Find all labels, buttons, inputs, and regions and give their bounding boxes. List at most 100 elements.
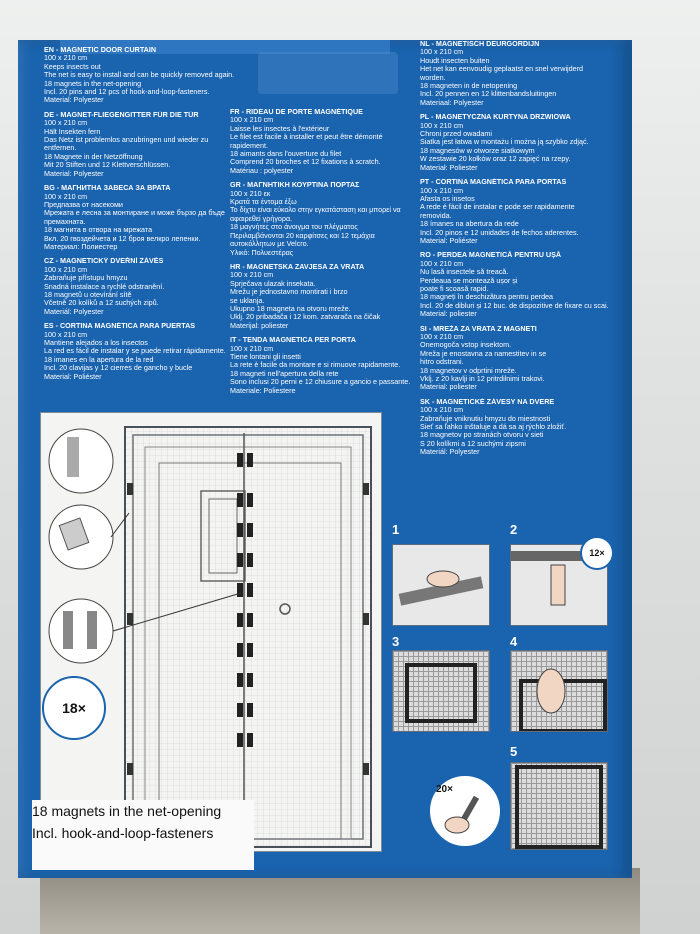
step-4-number: 4 [510, 634, 518, 649]
instruction-line: 18 magneți în deschizătura pentru perdea [420, 293, 554, 302]
instruction-line: S 20 kolíkmi a 12 suchými zipsmi [420, 439, 526, 448]
instruction-heading: NL - MAGNETISCH DEURGORDIJN [420, 40, 540, 48]
instruction-heading: CZ - MAGNETICKÝ DVEŘNÍ ZÁVĚS [44, 257, 164, 266]
instruction-line: Ukupno 18 magneta na otvoru mreže. [230, 304, 351, 313]
pins-count-label: 20× [436, 784, 453, 795]
caption-line-2: Incl. hook-and-loop-fasteners [32, 825, 214, 841]
instruction-line: Material: Polyester [44, 169, 104, 178]
instruction-line: премахната. [44, 217, 86, 226]
instruction-line: 18 magneten in de netopening [420, 82, 518, 91]
instruction-line: removida. [420, 211, 452, 220]
instruction-heading: IT - TENDA MAGNETICA PER PORTA [230, 336, 356, 345]
caption-line-1: 18 magnets in the net-opening [32, 803, 222, 819]
instruction-line: Comprend 20 broches et 12 fixations à sc… [230, 158, 381, 167]
instruction-line: Afasta os insetos [420, 194, 475, 203]
step-1-image [392, 544, 490, 626]
instruction-line: Včetně 20 kolíků a 12 suchých zipů. [44, 299, 159, 308]
clear-tape [258, 52, 398, 94]
instruction-line: Nu lasă insectele să treacă. [420, 268, 509, 277]
instruction-line: 18 imanes en la apertura de la red [44, 355, 154, 364]
instruction-line: Hält Insekten fern [44, 127, 101, 136]
instruction-line: 18 Magnete in der Netzöffnung [44, 152, 143, 161]
instruction-line: Houdt insecten buiten [420, 56, 490, 65]
instruction-line: 100 x 210 cm [230, 344, 274, 353]
instruction-line: Material: poliester [420, 310, 477, 319]
instruction-line: 18 magnetů u otevírání sítě [44, 290, 132, 299]
instruction-line: Perdeaua se montează ușor și [420, 276, 518, 285]
velcro-count-label: 12× [589, 548, 605, 558]
instruction-line: 100 x 210 cm [420, 186, 464, 195]
instruction-line: Materiál: Polyester [420, 448, 480, 457]
instruction-line: Incl. 20 pins and 12 pcs of hook-and-loo… [44, 88, 210, 97]
instruction-line: αφαιρεθεί γρήγορα. [230, 214, 293, 223]
instruction-line: Incl. 20 pennen en 12 klittenbandsluitin… [420, 90, 557, 99]
instruction-line: The net is easy to install and can be qu… [44, 71, 235, 80]
instruction-heading: GR - ΜΑΓΝΗΤΙΚΗ ΚΟΥΡΤΙΝΑ ΠΟΡΤΑΣ [230, 181, 360, 190]
instruction-heading: BG - МАГНИТНА ЗАВЕСА ЗА ВРАТА [44, 184, 171, 193]
instruction-line: Materijal: poliester [230, 321, 289, 330]
instruction-line: Snadná instalace a rychlé odstranění. [44, 282, 165, 291]
instruction-line: A rede é fácil de instalar e pode ser ra… [420, 203, 575, 212]
caption-box: 18 magnets in the net-opening Incl. hook… [32, 800, 254, 870]
instruction-line: Materiaal: Polyester [420, 98, 484, 107]
instruction-line: αυτοκόλλητων με Velcro. [230, 240, 309, 249]
instruction-heading: RO - PERDEA MAGNETICĂ PENTRU UȘĂ [420, 251, 562, 260]
instruction-line: La rete è facile da montare e si rimuove… [230, 361, 401, 370]
instruction-heading: DE - MAGNET-FLIEGENGITTER FÜR DIE TÜR [44, 110, 199, 119]
instruction-line: Materiál: Polyester [44, 307, 104, 316]
magnet-strip [237, 453, 253, 747]
instruction-line: worden. [420, 73, 446, 82]
instruction-line: Tiene lontani gli insetti [230, 352, 301, 361]
instruction-line: Material: Poliéster [44, 372, 102, 381]
instruction-line: 18 ímanes na abertura da rede [420, 220, 519, 229]
instruction-line: Sieť sa ľahko inštaluje a dá sa aj rýchl… [420, 423, 567, 432]
instruction-line: poate fi scoasă rapid. [420, 284, 489, 293]
step-5-number: 5 [510, 744, 518, 759]
step-3-number: 3 [392, 634, 400, 649]
magnet-count-label: 18× [62, 700, 86, 716]
instruction-line: Περιλαμβάνονται 20 καρφίτσες και 12 τεμά… [230, 231, 375, 240]
instruction-line: Vklj. z 20 kavlji in 12 pritrdilnimi tra… [420, 375, 545, 384]
instruction-line: 100 x 210 cm [44, 54, 88, 63]
box-top-flap [60, 40, 390, 54]
door-illustration-panel [40, 412, 382, 852]
instruction-line: Incl. 20 de dibluri și 12 buc. de dispoz… [420, 301, 609, 310]
instruction-line: Material: poliester [420, 383, 477, 392]
instruction-line: entfernen. [44, 144, 77, 153]
instruction-line: 18 magnetov po stranách otvoru v sieti [420, 431, 544, 440]
instruction-heading: HR - MAGNETSKA ZAVJESA ZA VRATA [230, 262, 365, 271]
instruction-line: 18 magnets in the net-opening [44, 79, 142, 88]
instruction-line: Laisse les insectes à l'extérieur [230, 124, 330, 133]
instruction-line: 100 x 210 cm [44, 265, 88, 274]
instruction-heading: SI - MREŽA ZA VRATA Z MAGNETI [420, 324, 537, 333]
instruction-heading: ES - CORTINA MAGNÉTICA PARA PUERTAS [44, 322, 196, 331]
step-2-number: 2 [510, 522, 518, 537]
instruction-line: Material: Poliéster [420, 236, 478, 245]
instruction-line: 18 magneti nell'apertura della rete [230, 369, 339, 378]
velcro-count-badge: 12× [580, 536, 614, 570]
instructions-column-right: NL - MAGNETISCH DEURGORDIJN 100 x 210 cm H… [420, 40, 620, 463]
instruction-line: hitro odstrani. [420, 358, 464, 367]
magnet-count-badge: 18× [42, 676, 106, 740]
instruction-line: 100 x 210 cm [44, 192, 88, 201]
instruction-line: Le filet est facile à installer et peut … [230, 133, 383, 142]
instruction-line: Υλικό: Πολυεστέρας [230, 248, 294, 257]
instruction-line: W zestawie 20 kołków oraz 12 zapięć na r… [420, 155, 571, 164]
instruction-heading: PT - CORTINA MAGNÉTICA PARA PORTAS [420, 178, 567, 187]
instruction-line: 18 магнита в отвора на мрежата [44, 226, 153, 235]
instruction-line: 100 x 210 cm [420, 406, 464, 415]
curtain-icon [515, 765, 603, 849]
step-5-image [510, 762, 608, 850]
instruction-heading: PL - MAGNETYCZNA KURTYNA DRZWIOWA [420, 113, 571, 122]
instruction-line: Zabraňuje přístupu hmyzu [44, 274, 128, 283]
hand-icon [398, 570, 484, 606]
instruction-line: se uklanja. [230, 296, 265, 305]
step-4-image [510, 650, 608, 732]
